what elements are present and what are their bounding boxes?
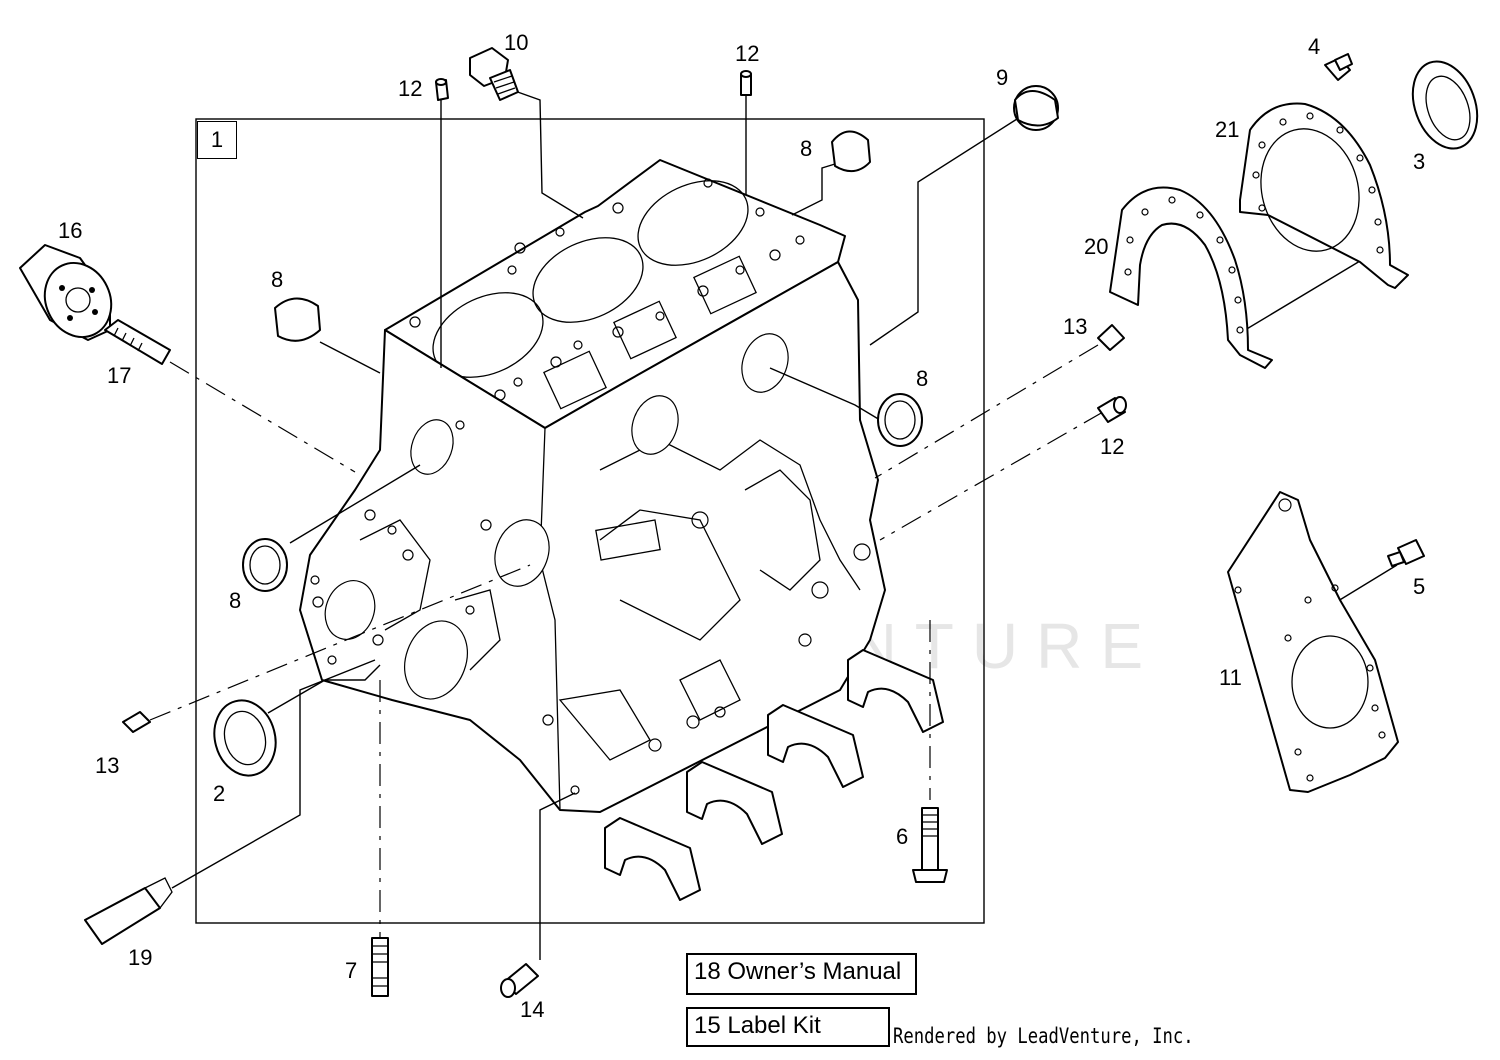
cylinder-block[interactable] <box>299 159 886 813</box>
pins-13[interactable] <box>122 324 1125 733</box>
callout-8: 8 <box>229 588 241 613</box>
callout-20: 20 <box>1084 234 1108 259</box>
callout-8: 8 <box>271 267 283 292</box>
callout-2: 2 <box>213 781 225 806</box>
callout-12: 12 <box>735 41 759 66</box>
callout-4: 4 <box>1308 34 1320 59</box>
callout-17: 17 <box>107 363 131 388</box>
oil-seal-3[interactable] <box>1401 52 1488 157</box>
dowel-pins-12[interactable] <box>435 70 1127 423</box>
callout-6: 6 <box>896 824 908 849</box>
oil-seal-case-21[interactable] <box>1239 102 1409 289</box>
callout-8: 8 <box>916 366 928 391</box>
plug-4[interactable] <box>1324 53 1353 81</box>
callout-14: 14 <box>520 997 544 1022</box>
callout-7: 7 <box>345 958 357 983</box>
callout-3: 3 <box>1413 149 1425 174</box>
callout-10: 10 <box>504 30 528 55</box>
callout-19: 19 <box>128 945 152 970</box>
pin-14[interactable] <box>500 963 539 998</box>
callout-11: 11 <box>1219 665 1242 690</box>
callout-12: 12 <box>398 76 422 101</box>
plug-5[interactable] <box>1387 539 1425 567</box>
expansion-plug-9[interactable] <box>1013 85 1059 131</box>
stud-7[interactable] <box>371 937 389 997</box>
main-bearing-bolt-6[interactable] <box>912 807 948 883</box>
callout-13: 13 <box>1063 314 1087 339</box>
end-plate-11[interactable] <box>1227 491 1399 793</box>
callout-12: 12 <box>1100 434 1124 459</box>
rendered-by-credit: Rendered by LeadVenture, Inc. <box>893 1024 1194 1048</box>
callout-9: 9 <box>996 65 1008 90</box>
callout-16: 16 <box>58 218 82 243</box>
main-bearing-caps[interactable] <box>604 649 944 901</box>
oil-seal-2[interactable] <box>206 694 284 783</box>
expansion-plugs-8[interactable] <box>242 130 923 592</box>
gasket-20[interactable] <box>1109 186 1273 369</box>
owners-manual-label: 18 Owner’s Manual <box>686 953 917 995</box>
label-kit-label: 15 Label Kit <box>686 1007 890 1047</box>
plug-bolt-10[interactable] <box>469 47 519 101</box>
leader-lines <box>149 89 1398 960</box>
callout-13: 13 <box>95 753 119 778</box>
callout-labels: 10 12 12 9 4 21 3 8 16 20 8 13 17 8 12 5… <box>58 30 1425 1022</box>
oil-filter-16[interactable] <box>19 244 123 348</box>
callout-21: 21 <box>1215 117 1239 142</box>
oil-filter-fitting-17[interactable] <box>104 319 171 365</box>
assembly-frame <box>195 118 985 924</box>
callout-5: 5 <box>1413 574 1425 599</box>
oil-pressure-switch-19[interactable] <box>84 877 173 945</box>
assembly-callout-1: 1 <box>197 121 237 159</box>
callout-8: 8 <box>800 136 812 161</box>
